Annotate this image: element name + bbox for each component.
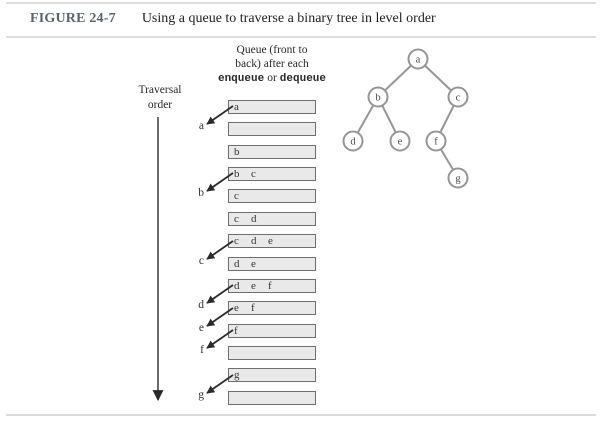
queue-letter: c [234,213,239,225]
figure-header: FIGURE 24-7 Using a queue to traverse a b… [30,11,436,27]
tree-node-label: c [456,93,461,104]
queue-state-box: f [228,324,316,338]
tree-node-circle [367,86,389,108]
tree-edge [435,96,459,142]
tree-node-label: g [455,174,461,185]
queue-letter: e [251,280,256,292]
queue-letter: e [234,302,239,314]
queue-letter: b [234,168,240,180]
tree-node-circle [425,130,447,152]
queue-state-box [228,346,316,360]
queue-header-line1: Queue (front to [236,44,308,56]
queue-letter: c [234,235,239,247]
tree-node-circle [407,48,429,70]
tree-edge [377,96,401,142]
traversal-header-line1: Traversal [138,84,182,96]
queue-letter: f [268,280,272,292]
queue-state-box [228,122,316,136]
bottom-rule [6,414,596,416]
queue-letter: e [251,258,256,270]
traversal-visit-label: a [198,120,204,132]
traversal-visit-label: c [198,255,204,267]
tree-node-circle [447,167,469,189]
tree-node-label: a [416,55,421,66]
traversal-visit-label: d [198,299,204,311]
traversal-header-line2: order [147,99,173,111]
traversal-visit-label: e [198,322,204,334]
queue-state-box: b [228,145,316,159]
tree-edge [435,140,459,179]
traversal-visit-label: g [198,389,204,401]
traversal-visit-label: b [198,187,204,199]
queue-letter: c [234,190,239,202]
tree-node-circle [447,86,469,108]
tree-node-label: e [398,137,403,148]
tree-node-label: d [350,137,356,148]
enqueue-keyword: enqueue [217,73,265,85]
queue-letter: d [234,258,240,270]
queue-letter: a [234,101,239,113]
figure-label: FIGURE 24-7 [30,11,116,26]
binary-tree: a b c d e f g [342,48,469,189]
queue-letter: f [234,325,238,337]
queue-state-box: c [228,189,316,203]
queue-letter: g [234,369,240,381]
queue-state-box: g [228,368,316,382]
queue-letter: c [251,168,256,180]
tree-node-circle [342,130,364,152]
queue-state-box: a [228,100,316,114]
tree-edge [352,96,379,142]
header-rule [6,36,596,38]
queue-letter: f [251,302,255,314]
queue-letter: d [251,235,257,247]
dequeue-keyword: dequeue [279,73,327,85]
queue-letter: d [251,213,257,225]
queue-letter: b [234,146,240,158]
queue-header-line2: back) after each [235,58,309,70]
top-rule [6,2,596,4]
queue-letter: e [268,235,273,247]
tree-node-circle [389,130,411,152]
queue-column-header: Queue (front to back) after each enqueue… [196,43,348,86]
figure-title: Using a queue to traverse a binary tree … [141,11,436,26]
tree-node-label: b [375,93,380,104]
tree-edge [417,58,459,98]
tree-node-label: f [434,137,438,148]
or-conjunction: or [267,72,277,84]
queue-state-box [228,391,316,405]
queue-letter: d [234,280,240,292]
traversal-order-header: Traversal order [122,83,198,113]
traversal-visit-label: f [200,344,204,356]
tree-edge [377,58,419,98]
